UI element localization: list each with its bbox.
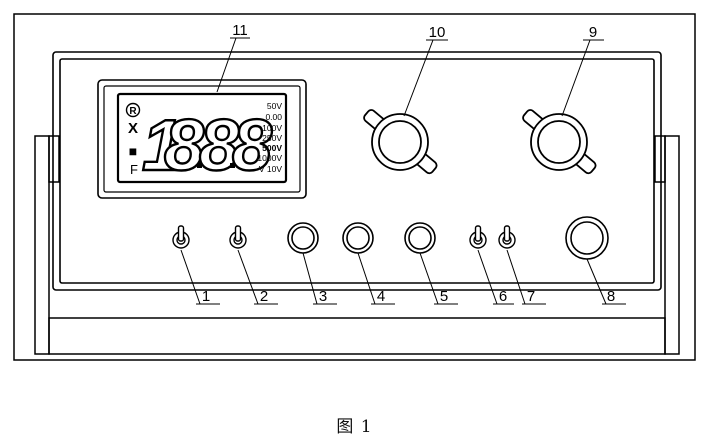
socket-8 bbox=[565, 216, 609, 260]
toggle-switch-6 bbox=[469, 225, 487, 249]
callout-5: 5 bbox=[440, 288, 448, 305]
lcd-range-250v: 250V bbox=[262, 133, 282, 143]
outer-frame bbox=[13, 13, 696, 361]
callout-3: 3 bbox=[319, 288, 327, 305]
callout-leader-lines bbox=[180, 37, 626, 305]
lcd-digit-2: 8 bbox=[164, 106, 204, 186]
callout-4: 4 bbox=[377, 288, 385, 305]
lcd-range-labels: 50V 0.00 100V 250V 500V 1000V V 10V bbox=[257, 101, 282, 174]
toggle-switch-2 bbox=[229, 225, 247, 249]
lcd-digit-1: 1 bbox=[142, 106, 182, 186]
lcd-range-100v: 100V bbox=[262, 123, 282, 133]
rotary-knob-10 bbox=[363, 109, 438, 175]
callout-10: 10 bbox=[429, 24, 446, 41]
lcd-symbol-f: F bbox=[130, 162, 138, 177]
socket-4 bbox=[342, 222, 374, 254]
rotary-knob-9 bbox=[522, 109, 597, 175]
figure-caption: 图 1 bbox=[336, 417, 373, 437]
instrument-case bbox=[52, 51, 662, 291]
lcd-symbol-battery: ■ bbox=[129, 143, 137, 159]
callout-9: 9 bbox=[589, 24, 597, 41]
callout-11: 11 bbox=[232, 22, 248, 39]
callout-2: 2 bbox=[260, 288, 268, 305]
toggle-switch-7 bbox=[498, 225, 516, 249]
callout-1: 1 bbox=[202, 288, 210, 305]
lcd-digit-3: 8 bbox=[199, 106, 239, 186]
instrument-handle bbox=[34, 135, 680, 355]
socket-5 bbox=[404, 222, 436, 254]
lcd-display: R X ■ F 1 8 8 8 50V 0.00 100V 250V 500V … bbox=[97, 79, 307, 199]
lcd-range-500v: 500V bbox=[262, 143, 282, 153]
callout-7: 7 bbox=[527, 288, 535, 305]
lcd-digit-4: 8 bbox=[232, 106, 272, 186]
lcd-reading: 1 8 8 8 bbox=[141, 105, 273, 187]
toggle-switch-1 bbox=[172, 225, 190, 249]
socket-3 bbox=[287, 222, 319, 254]
lcd-left-symbols: R X ■ F bbox=[125, 102, 141, 177]
lcd-range-1000v: 1000V bbox=[257, 153, 282, 163]
lcd-symbol-x: X bbox=[128, 120, 138, 137]
lcd-decimal-point-1 bbox=[197, 163, 202, 168]
callout-labels: 11 10 9 1 2 3 4 5 6 7 8 bbox=[202, 22, 615, 305]
lcd-range-10v: V 10V bbox=[259, 164, 282, 174]
lcd-decimal-point-2 bbox=[230, 163, 235, 168]
lcd-range-50v: 50V bbox=[267, 101, 282, 111]
lcd-range-000: 0.00 bbox=[265, 112, 282, 122]
callout-8: 8 bbox=[607, 288, 615, 305]
callout-6: 6 bbox=[499, 288, 507, 305]
lcd-symbol-r: R bbox=[129, 106, 137, 117]
